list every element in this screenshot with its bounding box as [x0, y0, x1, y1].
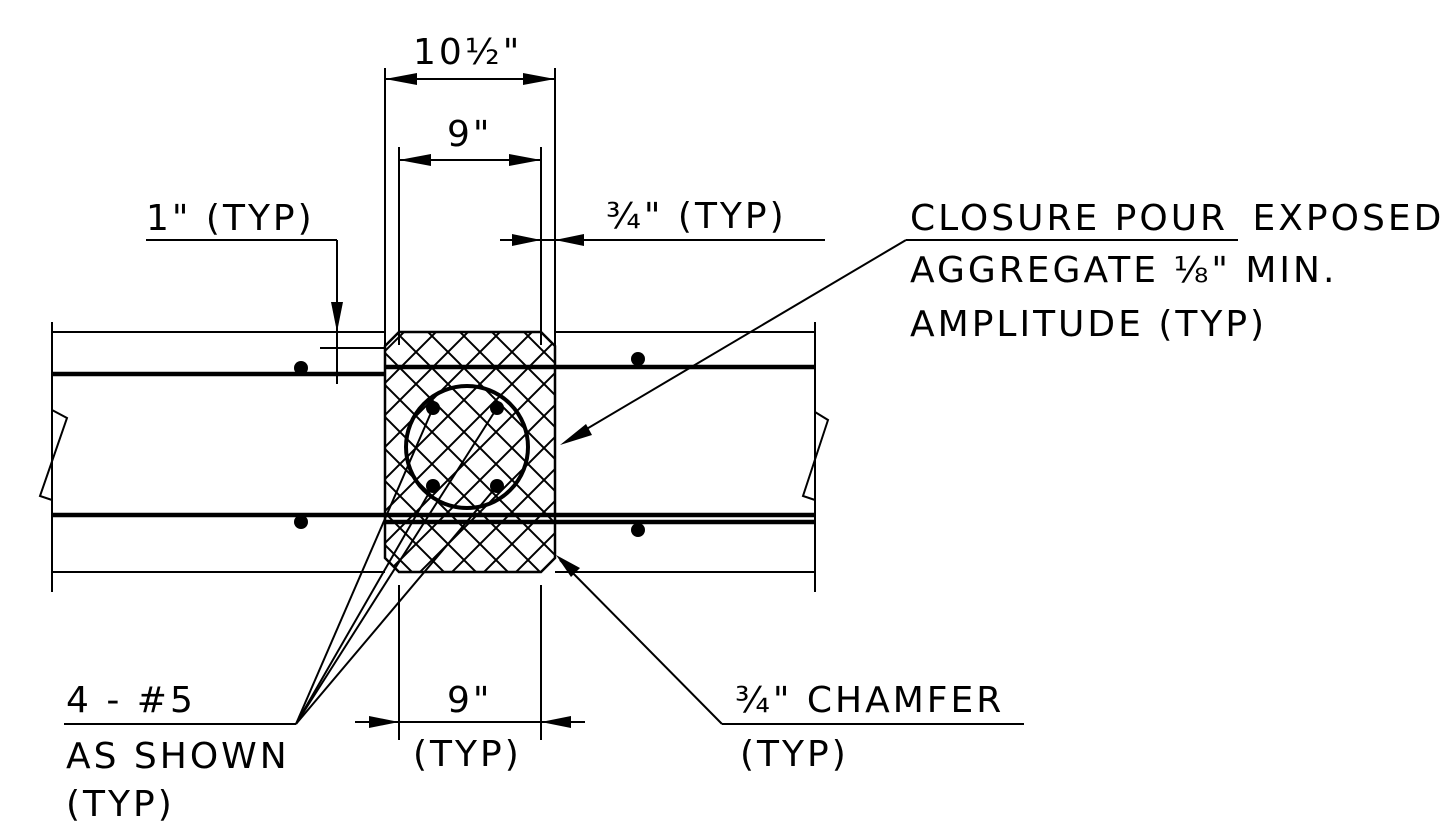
- inner-width-top-dimension: [398, 147, 542, 345]
- chamfer-leader: [556, 555, 1024, 725]
- rebar-note-line1: 4 - #5: [66, 680, 196, 721]
- right-slab-panel: [555, 322, 830, 592]
- rebar-note-leaders: [64, 407, 498, 725]
- slab-bar-dots: [294, 352, 645, 537]
- closure-pour-note-line2: AGGREGATE ⅛" MIN.: [910, 250, 1337, 291]
- bottom-rebar: [52, 512, 815, 525]
- chamfer-note-line2: (TYP): [740, 734, 849, 775]
- top-rebar: [52, 364, 815, 377]
- inner-width-bottom-dimension: [355, 585, 585, 740]
- left-slab-panel: [38, 322, 385, 592]
- overall-width-dimension: [384, 68, 556, 348]
- rebar-note-line3: (TYP): [66, 784, 175, 825]
- closure-pour-note-line3: AMPLITUDE (TYP): [910, 304, 1267, 345]
- rebar-detail-circle: [404, 384, 530, 510]
- rebar-note-line2: AS SHOWN: [66, 736, 290, 777]
- overall-width-label: 10½": [413, 32, 522, 73]
- cover-label: 1" (TYP): [146, 198, 315, 239]
- cover-dimension: [146, 239, 385, 384]
- edge-offset-label: ¾" (TYP): [606, 196, 787, 237]
- inner-width-top-label: 9": [447, 114, 492, 155]
- edge-offset-dimension: [500, 234, 825, 246]
- closure-pour-note-line1: CLOSURE POUR EXPOSED: [910, 198, 1444, 239]
- inner-width-bottom-note: (TYP): [413, 734, 522, 775]
- inner-width-bottom-label: 9": [447, 680, 492, 721]
- chamfer-note-line1: ¾" CHAMFER: [735, 680, 1004, 721]
